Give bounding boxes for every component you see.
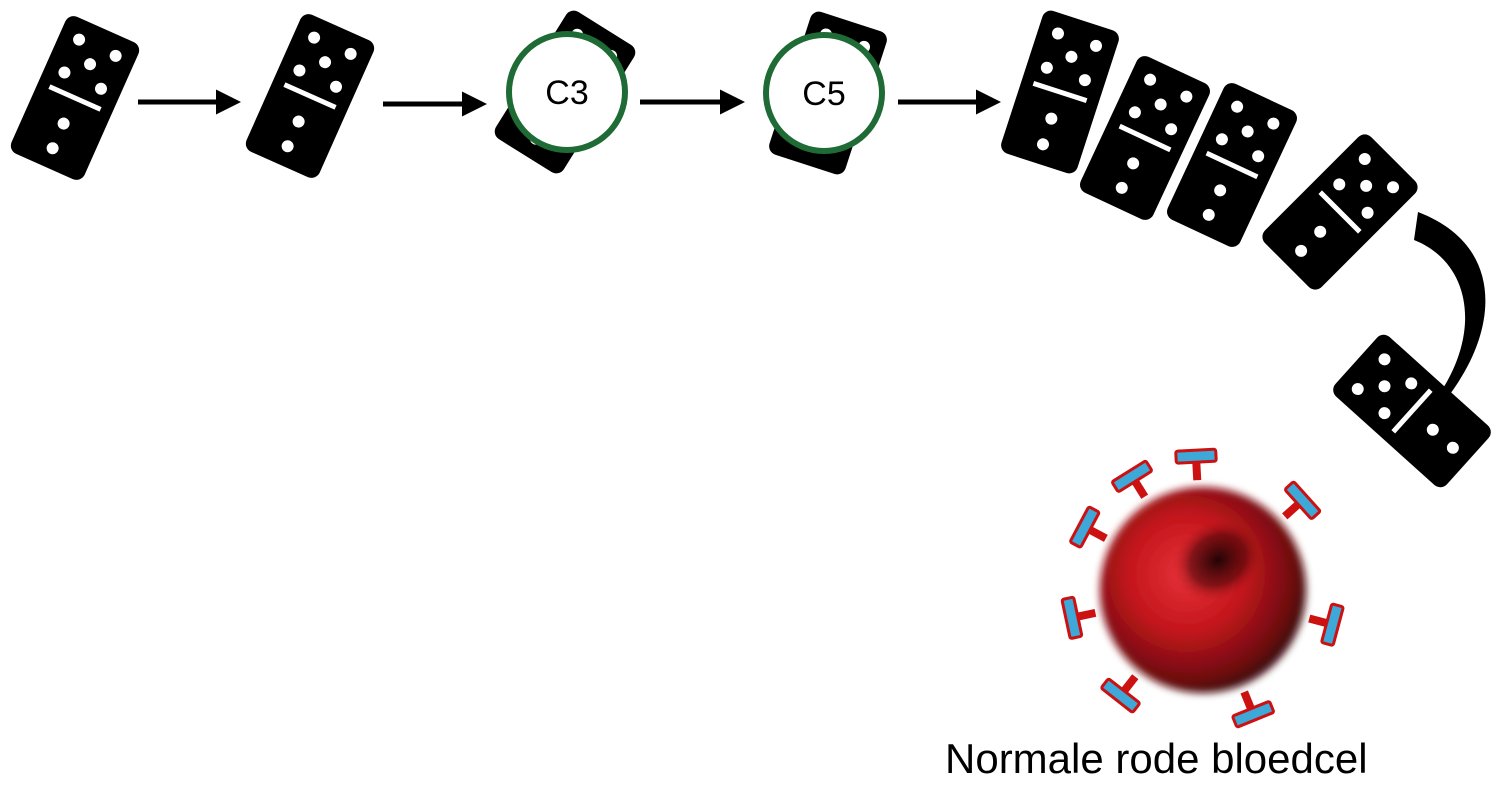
domino-1 [8, 13, 142, 183]
receptor [1100, 674, 1141, 714]
domino-2 [243, 11, 377, 181]
domino-chain [999, 8, 1493, 491]
c3-node: C3 [491, 7, 638, 177]
receptor [1069, 505, 1108, 549]
c3-circle [506, 31, 628, 153]
receptor [1060, 595, 1097, 640]
receptor [1282, 480, 1322, 520]
cell-caption: Normale rode bloedcel [945, 735, 1368, 782]
c5-node: C5 [763, 9, 889, 176]
domino-icon [1259, 131, 1422, 294]
c3-label: C3 [545, 74, 588, 112]
curved-arrow [1414, 212, 1486, 398]
domino-icon [243, 11, 377, 181]
red-blood-cell [1060, 447, 1345, 729]
receptor [1308, 602, 1345, 647]
receptor [1174, 447, 1218, 481]
receptor [1111, 459, 1153, 499]
c5-label: C5 [802, 75, 845, 113]
domino-chain-item [1259, 131, 1422, 294]
red-blood-cell-icon [1100, 487, 1306, 693]
c5-circle [763, 32, 885, 154]
receptor [1231, 690, 1275, 729]
domino-icon [8, 13, 142, 183]
